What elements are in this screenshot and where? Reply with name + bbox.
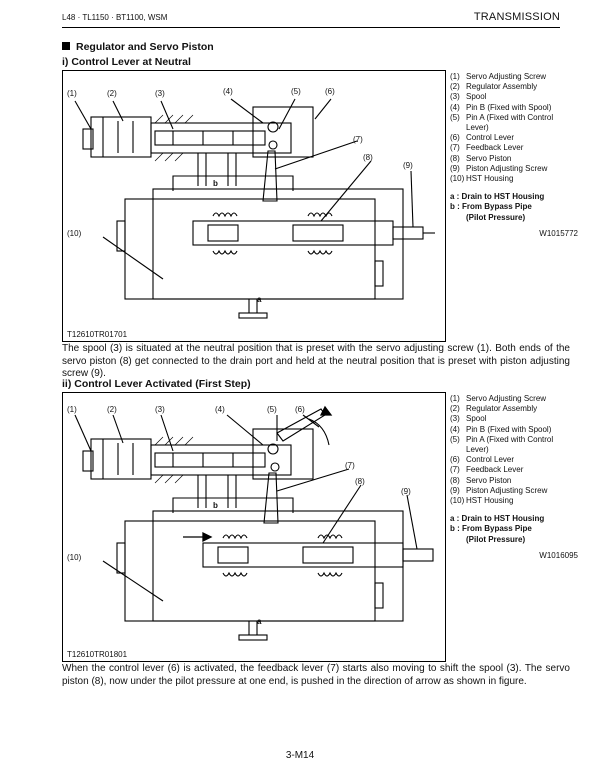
fig2-callout-4: (4)	[215, 405, 225, 414]
section-title: Regulator and Servo Piston	[62, 41, 214, 53]
fig1-callout-7: (7)	[353, 135, 363, 144]
bullet-square-icon	[62, 42, 70, 50]
fig1-drain-a: a : Drain to HST Housing	[450, 192, 545, 202]
fig1-callout-6: (6)	[325, 87, 335, 96]
fig1-hst-housing	[124, 198, 376, 300]
header-rule	[62, 27, 560, 28]
legend-item: (1)Servo Adjusting Screw	[450, 72, 547, 81]
fig1-drain-b2: (Pilot Pressure)	[466, 212, 526, 222]
fig2-callout-a: a	[257, 617, 262, 626]
fig2-callout-3: (3)	[155, 405, 165, 414]
legend-item: (7)Feedback Lever	[450, 143, 524, 153]
fig1-callout-4: (4)	[223, 87, 233, 96]
fig2-title: ii) Control Lever Activated (First Step)	[62, 378, 251, 390]
fig1-spool	[154, 130, 266, 146]
fig1-callout-1: (1)	[67, 89, 77, 98]
fig1-callout-2: (2)	[107, 89, 117, 98]
page-number: 3-M14	[285, 750, 315, 761]
legend-item: (9)Piston Adjusting Screw	[450, 163, 548, 173]
fig2-piston-screw	[402, 548, 434, 562]
fig2-code: T12610TR01801	[67, 650, 128, 659]
fig1-legend: (1)Servo Adjusting Screw (2)Regulator As…	[450, 72, 578, 239]
fig2-rotation-arrow	[308, 418, 330, 446]
fig2-drain-b2: (Pilot Pressure)	[466, 534, 526, 544]
legend-item: (1)Servo Adjusting Screw	[450, 394, 547, 403]
fig1-title: i) Control Lever at Neutral	[62, 56, 191, 68]
fig2-callout-9: (9)	[401, 487, 411, 496]
fig1-lever-housing	[252, 106, 314, 158]
fig1-callout-a: a	[257, 295, 262, 304]
fig1-callout-3: (3)	[155, 89, 165, 98]
legend-item: (10)HST Housing	[450, 496, 514, 506]
fig2-diagram: (1) (2) (3) (4) (5) (6) (7) (8) (9) (10)…	[62, 392, 446, 662]
legend-item: (5)Pin A (Fixed with Control Lever)	[450, 434, 554, 455]
fig1-diagram: (1) (2) (3) (4) (5) (6) (7) (8) (9) (10)…	[62, 70, 446, 342]
legend-item: (8)Servo Piston	[450, 153, 512, 163]
fig2-legend: (1)Servo Adjusting Screw (2)Regulator As…	[450, 394, 578, 561]
fig2-drain-b: b : From Bypass Pipe	[450, 524, 532, 534]
fig2-drain-a: a : Drain to HST Housing	[450, 514, 545, 524]
legend-item: (2)Regulator Assembly	[450, 404, 538, 414]
legend-item: (10)HST Housing	[450, 174, 514, 184]
legend-item: (8)Servo Piston	[450, 475, 512, 485]
fig1-wcode: W1015772	[539, 228, 578, 238]
fig2-callout-8: (8)	[355, 477, 365, 486]
fig1-callout-9: (9)	[403, 161, 413, 170]
fig2-callout-1: (1)	[67, 405, 77, 414]
fig1-piston-screw	[392, 226, 424, 240]
fig2-spool	[154, 452, 266, 468]
paragraph-1: The spool (3) is situated at the neutral…	[62, 343, 570, 379]
legend-item: (4)Pin B (Fixed with Spool)	[450, 424, 552, 434]
fig2-wcode: W1016095	[539, 550, 578, 560]
legend-item: (3)Spool	[450, 92, 487, 102]
fig2-callout-5: (5)	[267, 405, 277, 414]
paragraph-2: When the control lever (6) is activated,…	[62, 663, 570, 687]
fig2-direction-arrow-icon	[202, 531, 213, 543]
fig1-feedback-lever	[262, 150, 278, 202]
fig2-callout-6: (6)	[295, 405, 305, 414]
fig2-callout-2: (2)	[107, 405, 117, 414]
fig1-drawing	[74, 98, 435, 319]
legend-item: (6)Control Lever	[450, 133, 515, 143]
fig1-code: T12610TR01701	[67, 330, 128, 339]
fig1-callout-10: (10)	[67, 229, 82, 238]
legend-item: (3)Spool	[450, 414, 487, 424]
fig2-drawing	[74, 405, 434, 641]
fig1-callout-8: (8)	[363, 153, 373, 162]
fig2-callout-b: b	[213, 501, 218, 510]
legend-item: (4)Pin B (Fixed with Spool)	[450, 102, 552, 112]
section-title-text: Regulator and Servo Piston	[76, 41, 214, 53]
legend-item: (9)Piston Adjusting Screw	[450, 485, 548, 495]
fig1-callout-5: (5)	[291, 87, 301, 96]
legend-item: (2)Regulator Assembly	[450, 82, 538, 92]
legend-item: (5)Pin A (Fixed with Control Lever)	[450, 112, 554, 133]
fig1-callout-b: b	[213, 179, 218, 188]
legend-item: (7)Feedback Lever	[450, 465, 524, 475]
fig2-callout-7: (7)	[345, 461, 355, 470]
fig2-feedback-lever	[263, 472, 279, 524]
header-model-line: L48 · TL1150 · BT1100, WSM	[62, 13, 168, 22]
fig2-regulator-body	[90, 438, 152, 480]
fig2-lever-housing	[252, 428, 314, 480]
header-section: TRANSMISSION	[473, 11, 560, 23]
fig1-regulator-body	[90, 116, 152, 158]
fig2-callout-10: (10)	[67, 553, 82, 562]
legend-item: (6)Control Lever	[450, 455, 515, 465]
fig1-drain-b: b : From Bypass Pipe	[450, 202, 532, 212]
